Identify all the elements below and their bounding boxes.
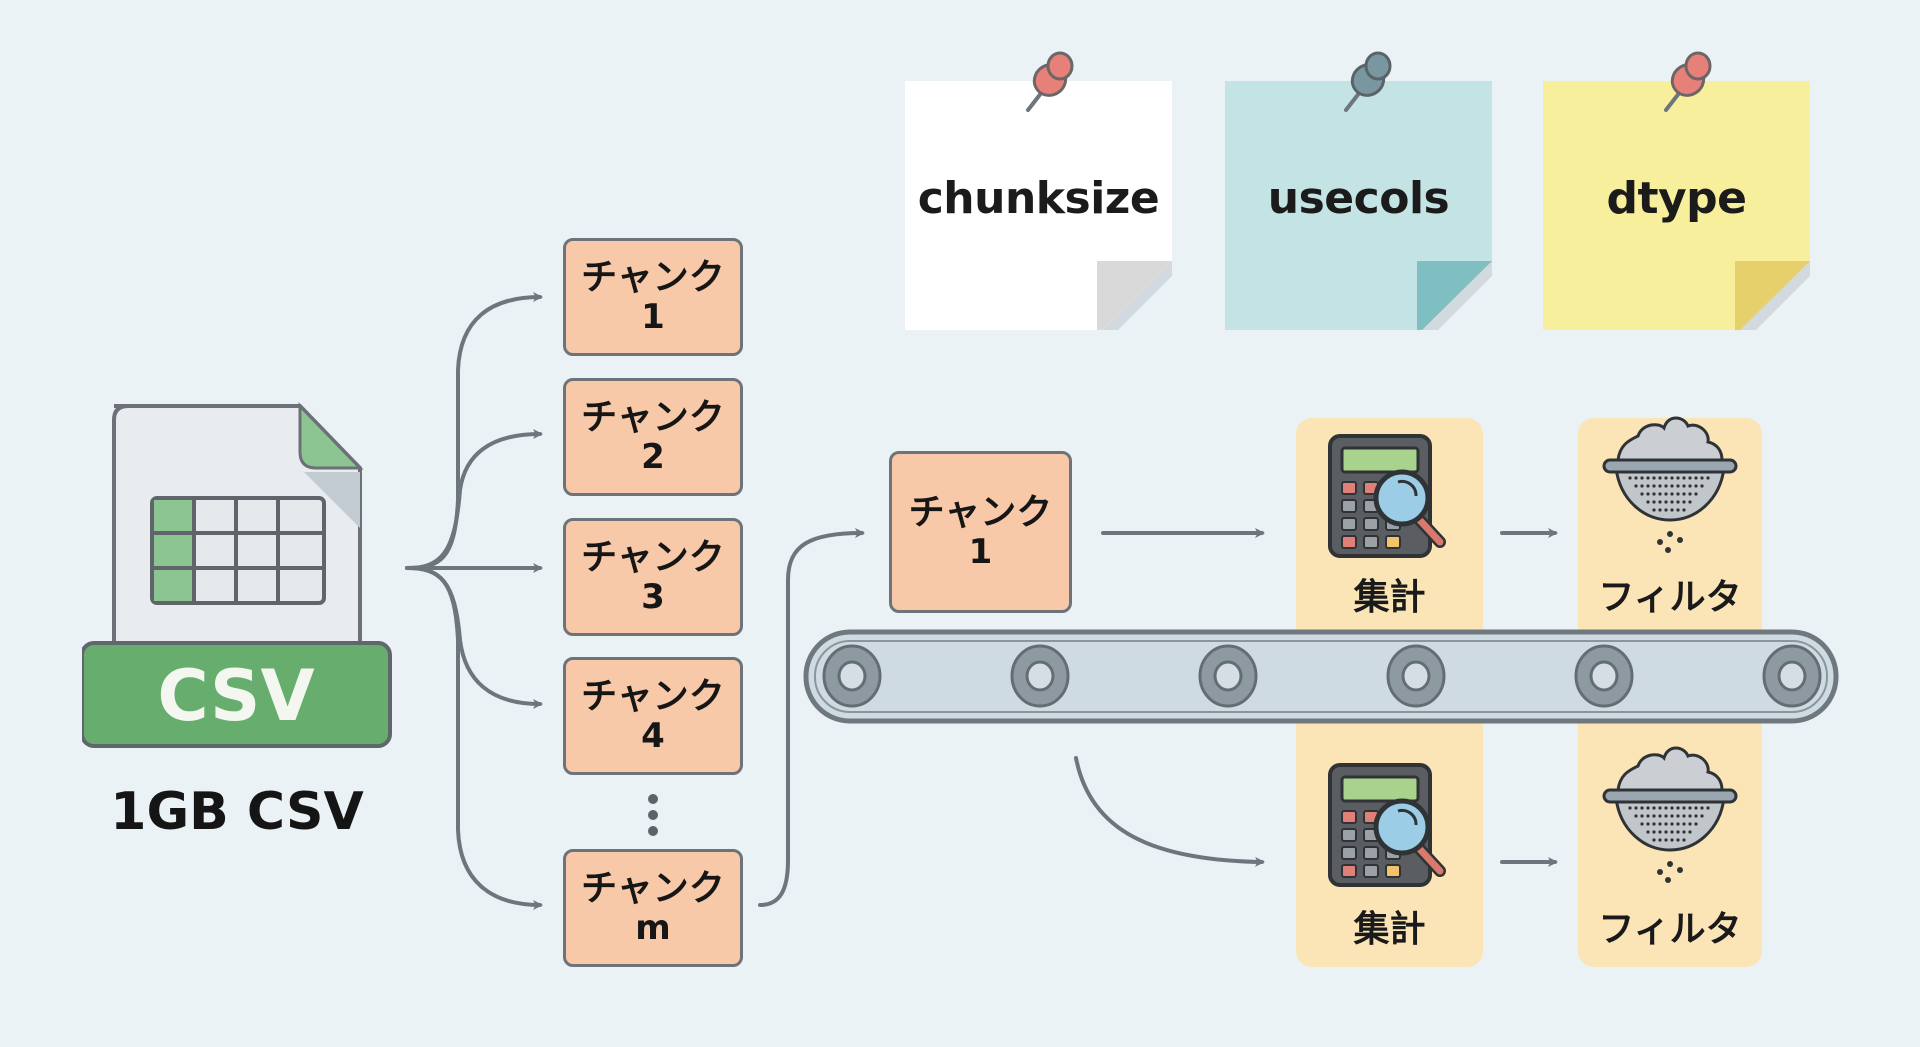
- chunk-box: チャンク 3: [563, 518, 743, 636]
- chunk-label: チャンク: [581, 397, 725, 438]
- ellipsis-dots: [646, 794, 660, 836]
- note-label: chunksize: [917, 173, 1160, 224]
- chunk-index: 1: [968, 532, 993, 572]
- chunk-index: 2: [641, 437, 665, 477]
- chunk-label: チャンク: [581, 868, 725, 909]
- aggregate-panel: [1296, 418, 1483, 967]
- aggregate-label: 集計: [1353, 909, 1426, 950]
- chunk-label: チャンク: [581, 676, 725, 717]
- arrow-to-chunk-4: [405, 566, 543, 709]
- csv-caption: 1GB CSV: [110, 782, 364, 842]
- csv-file-icon: CSV: [82, 400, 392, 750]
- chunk-index: 1: [641, 297, 665, 337]
- note-chunksize: chunksize: [905, 81, 1172, 330]
- filter-label: フィルタ: [1598, 577, 1742, 618]
- chunk-label: チャンク: [581, 537, 725, 578]
- arrow-to-aggregate-bottom: [1074, 756, 1265, 867]
- chunk-box: チャンク 1: [563, 238, 743, 356]
- note-dtype: dtype: [1543, 81, 1810, 330]
- chunk-box: チャンク 4: [563, 657, 743, 775]
- arrow-chunk-m-to-conveyor: [758, 528, 865, 907]
- arrow-to-chunk-m: [405, 566, 543, 910]
- filter-label: フィルタ: [1598, 909, 1742, 950]
- chunk-index: m: [635, 908, 671, 948]
- csv-badge-label: CSV: [157, 655, 315, 737]
- chunk-index: 3: [641, 577, 665, 617]
- chunk-box: チャンク 2: [563, 378, 743, 496]
- arrow-to-chunk-1: [405, 292, 543, 570]
- filter-panel: [1578, 418, 1762, 967]
- chunk-label: チャンク: [581, 257, 725, 298]
- aggregate-label: 集計: [1353, 577, 1426, 618]
- note-label: dtype: [1606, 173, 1747, 224]
- spreadsheet-grid-icon: [150, 496, 326, 605]
- chunk-box: チャンク m: [563, 849, 743, 967]
- note-usecols: usecols: [1225, 81, 1492, 330]
- chunk-label: チャンク: [908, 492, 1053, 533]
- arrow-to-chunk-2: [405, 429, 543, 570]
- note-label: usecols: [1267, 173, 1450, 224]
- conveyor-chunk-box: チャンク 1: [889, 451, 1072, 613]
- chunk-index: 4: [641, 716, 665, 756]
